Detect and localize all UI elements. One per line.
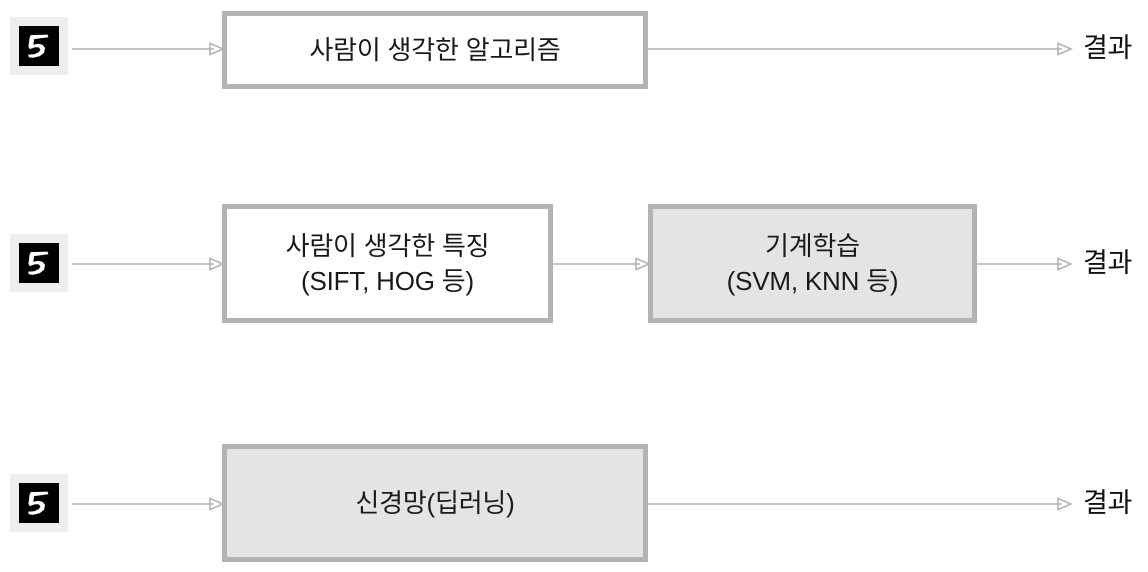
result-label-row2: 결과 [1083, 248, 1133, 278]
box-human-features-label: 사람이 생각한 특징 (SIFT, HOG 등) [285, 230, 490, 296]
box-human-features: 사람이 생각한 특징 (SIFT, HOG 등) [222, 204, 553, 323]
mnist-digit-5-icon [19, 26, 59, 66]
arrow-machine-learning-to-result [977, 256, 1074, 272]
box-human-algorithm-label: 사람이 생각한 알고리즘 [309, 34, 561, 65]
arrow-neural-network-to-result [648, 496, 1074, 512]
mnist-digit-thumbnail-row1 [10, 17, 68, 75]
result-label-row3: 결과 [1083, 488, 1133, 518]
mnist-digit-5-icon [19, 243, 59, 283]
arrow-input-to-features [72, 256, 226, 272]
box-neural-network: 신경망(딥러닝) [222, 444, 648, 562]
box-human-algorithm: 사람이 생각한 알고리즘 [222, 11, 648, 89]
arrow-input-to-neural-network [72, 496, 226, 512]
box-machine-learning: 기계학습 (SVM, KNN 등) [648, 204, 977, 323]
mnist-digit-5-icon [19, 483, 59, 523]
mnist-digit-thumbnail-row2 [10, 234, 68, 292]
box-neural-network-label: 신경망(딥러닝) [355, 487, 515, 518]
mnist-digit-thumbnail-row3 [10, 474, 68, 532]
result-label-row1: 결과 [1083, 33, 1133, 63]
arrow-features-to-machine-learning [553, 256, 652, 272]
arrow-input-to-algorithm [72, 41, 226, 57]
arrow-algorithm-to-result [648, 41, 1074, 57]
box-machine-learning-label: 기계학습 (SVM, KNN 등) [726, 230, 899, 296]
